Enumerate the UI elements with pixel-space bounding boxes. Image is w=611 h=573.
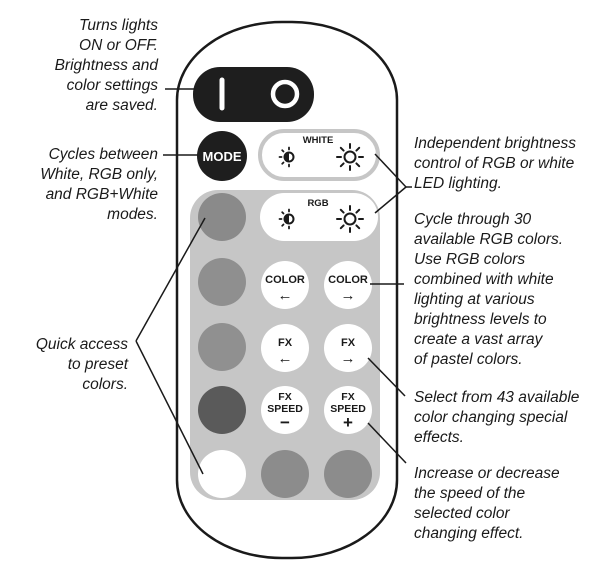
mode-annotation: Cycles between White, RGB only, and RGB+… bbox=[40, 146, 158, 223]
preset-color-button-1[interactable] bbox=[198, 193, 246, 241]
minus-icon: − bbox=[280, 413, 290, 432]
arrow-left-icon: ← bbox=[278, 287, 293, 304]
brightness-annotation: Independent brightness control of RGB or… bbox=[414, 135, 577, 192]
preset-color-button-3[interactable] bbox=[198, 323, 246, 371]
color-prev-button[interactable]: COLOR ← bbox=[261, 261, 309, 309]
color-cycle-annotation: Cycle through 30 available RGB colors. U… bbox=[414, 211, 564, 368]
svg-text:SPEED: SPEED bbox=[330, 403, 366, 415]
svg-text:SPEED: SPEED bbox=[267, 403, 303, 415]
svg-text:FX: FX bbox=[278, 337, 293, 349]
mode-button[interactable]: MODE bbox=[197, 131, 247, 181]
power-switch[interactable] bbox=[193, 67, 314, 122]
svg-text:FX: FX bbox=[278, 391, 291, 403]
rgb-label: RGB bbox=[307, 198, 328, 209]
svg-text:FX: FX bbox=[341, 391, 354, 403]
presets-annotation: Quick access to preset colors. bbox=[35, 336, 128, 393]
svg-text:COLOR: COLOR bbox=[265, 274, 305, 286]
preset-color-button-4[interactable] bbox=[198, 386, 246, 434]
fx-speed-up-button[interactable]: FX SPEED + bbox=[324, 386, 372, 434]
plus-icon: + bbox=[343, 413, 353, 432]
fx-prev-button[interactable]: FX ← bbox=[261, 324, 309, 372]
power-off-icon[interactable] bbox=[270, 79, 300, 109]
preset-color-button-6[interactable] bbox=[261, 450, 309, 498]
svg-text:COLOR: COLOR bbox=[328, 274, 368, 286]
preset-color-button-2[interactable] bbox=[198, 258, 246, 306]
fx-speed-down-button[interactable]: FX SPEED − bbox=[261, 386, 309, 434]
preset-color-button-7[interactable] bbox=[324, 450, 372, 498]
arrow-right-icon: → bbox=[341, 350, 356, 367]
fx-annotation: Select from 43 available color changing … bbox=[414, 389, 580, 446]
white-label: WHITE bbox=[303, 135, 334, 146]
leader-lines bbox=[135, 88, 412, 475]
power-annotation: Turns lights ON or OFF. Brightness and c… bbox=[54, 17, 158, 114]
white-brightness-control: WHITE bbox=[258, 129, 380, 181]
arrow-right-icon: → bbox=[341, 287, 356, 304]
fx-next-button[interactable]: FX → bbox=[324, 324, 372, 372]
arrow-left-icon: ← bbox=[278, 350, 293, 367]
mode-label: MODE bbox=[203, 149, 242, 164]
svg-text:FX: FX bbox=[341, 337, 356, 349]
rgb-brightness-control: RGB bbox=[260, 193, 378, 241]
color-next-button[interactable]: COLOR → bbox=[324, 261, 372, 309]
fx-speed-annotation: Increase or decrease the speed of the se… bbox=[414, 465, 560, 542]
preset-color-button-5[interactable] bbox=[198, 450, 246, 498]
